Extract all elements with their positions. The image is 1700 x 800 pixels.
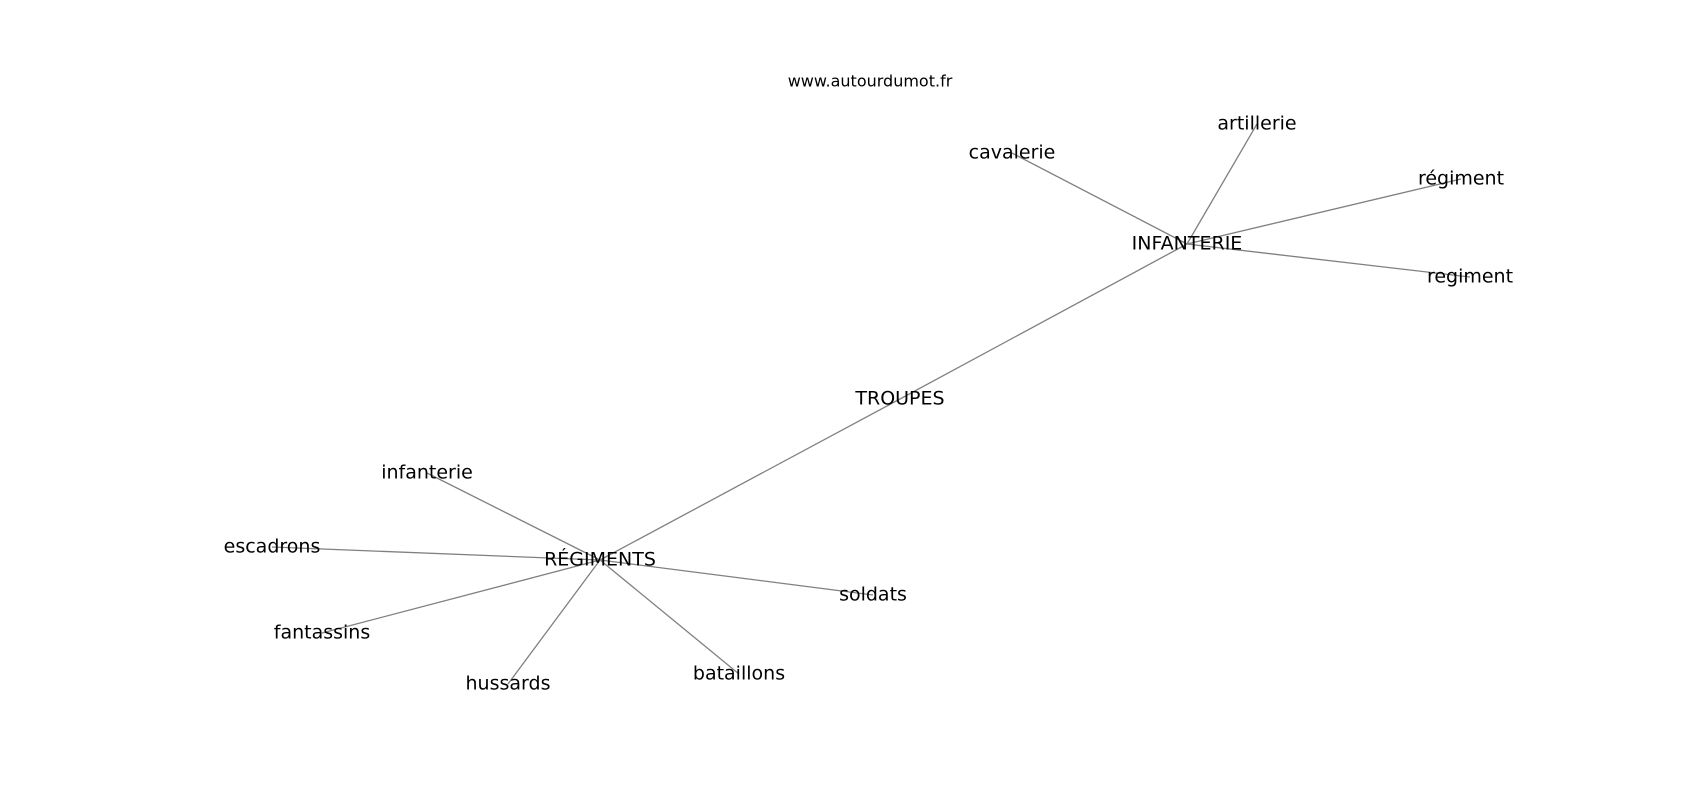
edge-regiments_hub-escadrons bbox=[271, 546, 601, 561]
edge-troupes-infanterie_hub bbox=[899, 243, 1188, 400]
edge-regiments_hub-bataillons bbox=[599, 559, 740, 675]
edge-regiments_hub-infanterie bbox=[426, 472, 601, 561]
node-label-infanterie[interactable]: infanterie bbox=[381, 462, 473, 484]
node-label-cavalerie[interactable]: cavalerie bbox=[969, 142, 1056, 164]
node-label-hussards[interactable]: hussards bbox=[466, 673, 551, 695]
node-label-regiment[interactable]: regiment bbox=[1427, 266, 1513, 288]
node-label-regiment_accent[interactable]: régiment bbox=[1418, 168, 1504, 190]
node-label-fantassins[interactable]: fantassins bbox=[274, 622, 370, 644]
edge-infanterie_hub-regiment_accent bbox=[1186, 178, 1462, 245]
watermark-text[interactable]: www.autourdumot.fr bbox=[788, 72, 953, 91]
node-label-infanterie_hub[interactable]: INFANTERIE bbox=[1132, 233, 1243, 255]
edge-infanterie_hub-regiment bbox=[1186, 243, 1471, 278]
edge-regiments_hub-fantassins bbox=[321, 559, 601, 634]
graph-nodes: TROUPES INFANTERIE RÉGIMENTS cavalerie artil… bbox=[224, 113, 1513, 695]
edge-infanterie_hub-artillerie bbox=[1186, 123, 1258, 245]
edge-troupes-regiments_hub bbox=[599, 398, 901, 561]
edge-regiments_hub-hussards bbox=[507, 559, 601, 685]
node-label-soldats[interactable]: soldats bbox=[839, 584, 907, 606]
node-label-escadrons[interactable]: escadrons bbox=[224, 536, 321, 558]
node-label-regiments_hub[interactable]: RÉGIMENTS bbox=[544, 548, 656, 571]
node-label-troupes[interactable]: TROUPES bbox=[854, 388, 944, 410]
graph-edges bbox=[271, 123, 1471, 685]
edge-regiments_hub-soldats bbox=[599, 559, 874, 596]
node-label-bataillons[interactable]: bataillons bbox=[693, 663, 785, 685]
node-label-artillerie[interactable]: artillerie bbox=[1217, 113, 1296, 135]
edge-infanterie_hub-cavalerie bbox=[1011, 152, 1188, 245]
